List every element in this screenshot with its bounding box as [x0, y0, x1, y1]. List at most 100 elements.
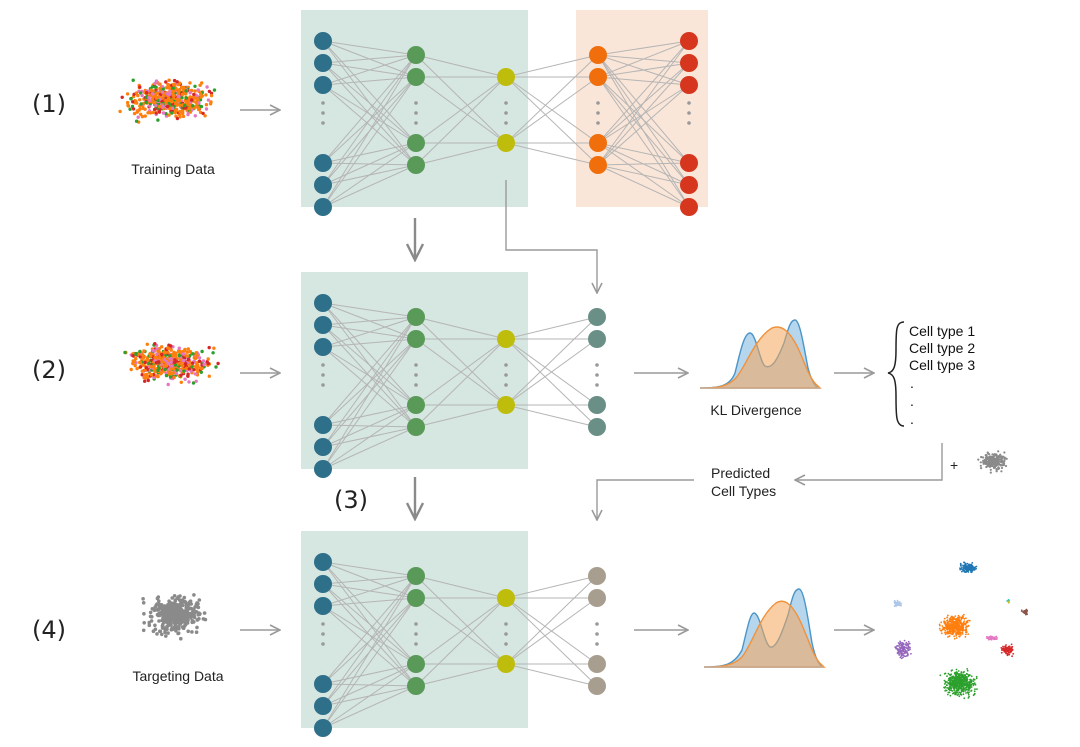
output-node [680, 154, 698, 172]
input-node [314, 438, 332, 456]
edge [322, 54, 417, 208]
edge [415, 575, 507, 665]
edge [322, 142, 417, 164]
edge [505, 316, 598, 406]
edge [322, 142, 417, 208]
edge [322, 426, 417, 470]
edge [505, 54, 599, 144]
input-node [314, 460, 332, 478]
input-node [314, 675, 332, 693]
targeting-data-scatter [141, 593, 208, 641]
edge [597, 76, 690, 186]
ellipsis-dot [414, 383, 418, 387]
edge [322, 663, 417, 729]
predicted-label-line1: Predicted [711, 465, 770, 481]
classifier-node [588, 396, 606, 414]
edge [505, 142, 599, 166]
ellipsis-dot [504, 101, 508, 105]
edge [322, 316, 417, 448]
decoder-hidden-node [589, 156, 607, 174]
ellipsis-dot [321, 101, 325, 105]
edge [415, 54, 507, 78]
edge [597, 76, 690, 164]
ellipsis-dot [595, 383, 599, 387]
edge [322, 142, 417, 186]
edge [322, 84, 417, 166]
input-node [314, 697, 332, 715]
latent-node [497, 396, 515, 414]
ellipsis-dot [414, 363, 418, 367]
input-node [314, 575, 332, 593]
edge [415, 338, 507, 428]
edge [505, 338, 598, 406]
ellipsis-dot [687, 111, 691, 115]
edge [415, 597, 507, 665]
latent-node [497, 134, 515, 152]
edge [322, 54, 417, 64]
edge [505, 76, 599, 166]
edge [322, 316, 417, 326]
output-node [680, 198, 698, 216]
input-node [314, 176, 332, 194]
training-data-label: Training Data [131, 161, 215, 177]
ellipsis-dot [321, 642, 325, 646]
edge [322, 404, 417, 470]
ellipsis-dot [414, 642, 418, 646]
edge [597, 54, 690, 164]
edge [505, 663, 598, 687]
decoder-hidden-node [589, 46, 607, 64]
cell-type-2: Cell type 2 [909, 340, 975, 356]
ellipsis-dot [321, 121, 325, 125]
edge [505, 76, 599, 144]
ellipsis-dot [596, 121, 600, 125]
encoder-panel-1 [301, 10, 528, 207]
edge [597, 84, 690, 166]
unlabeled-data-scatter [977, 450, 1008, 474]
ellipsis-dot [595, 632, 599, 636]
ellipsis-dot [321, 363, 325, 367]
hidden-node [407, 156, 425, 174]
feedback-arrow [795, 443, 943, 480]
edge [322, 561, 417, 577]
ellipsis-dot [414, 622, 418, 626]
output-node [680, 176, 698, 194]
edge [322, 663, 417, 707]
kl-divergence-plot [699, 319, 822, 389]
edge [322, 346, 417, 406]
edge [597, 76, 690, 86]
edge [505, 597, 598, 687]
step-3-label: (3) [334, 486, 368, 514]
classifier-node [588, 677, 606, 695]
edge [322, 164, 417, 208]
ellipsis-dot [595, 363, 599, 367]
cluster-blue [959, 561, 978, 574]
ellipsis-dot [414, 373, 418, 377]
step-1-label: (1) [32, 90, 66, 118]
edge [322, 84, 417, 144]
edge [322, 575, 417, 585]
edge [415, 597, 507, 687]
hidden-node [407, 418, 425, 436]
hidden-node [407, 655, 425, 673]
edge [597, 40, 690, 144]
edge [597, 62, 690, 78]
ellipsis-dot [687, 101, 691, 105]
input-node [314, 198, 332, 216]
predicted-to-classifier-arrow [597, 479, 694, 520]
edge [322, 605, 417, 665]
prediction-distribution-plot [703, 588, 826, 668]
ellipsis-dot [504, 111, 508, 115]
edge [322, 54, 417, 186]
ellipsis-dot [504, 622, 508, 626]
cluster-orange [938, 613, 971, 640]
output-node [680, 32, 698, 50]
latent-node [497, 655, 515, 673]
cluster-green [939, 668, 978, 700]
training-data-scatter [118, 78, 217, 124]
training-data-scatter-2 [123, 342, 220, 387]
input-node [314, 553, 332, 571]
input-node [314, 316, 332, 334]
hidden-node [407, 396, 425, 414]
hidden-node [407, 589, 425, 607]
